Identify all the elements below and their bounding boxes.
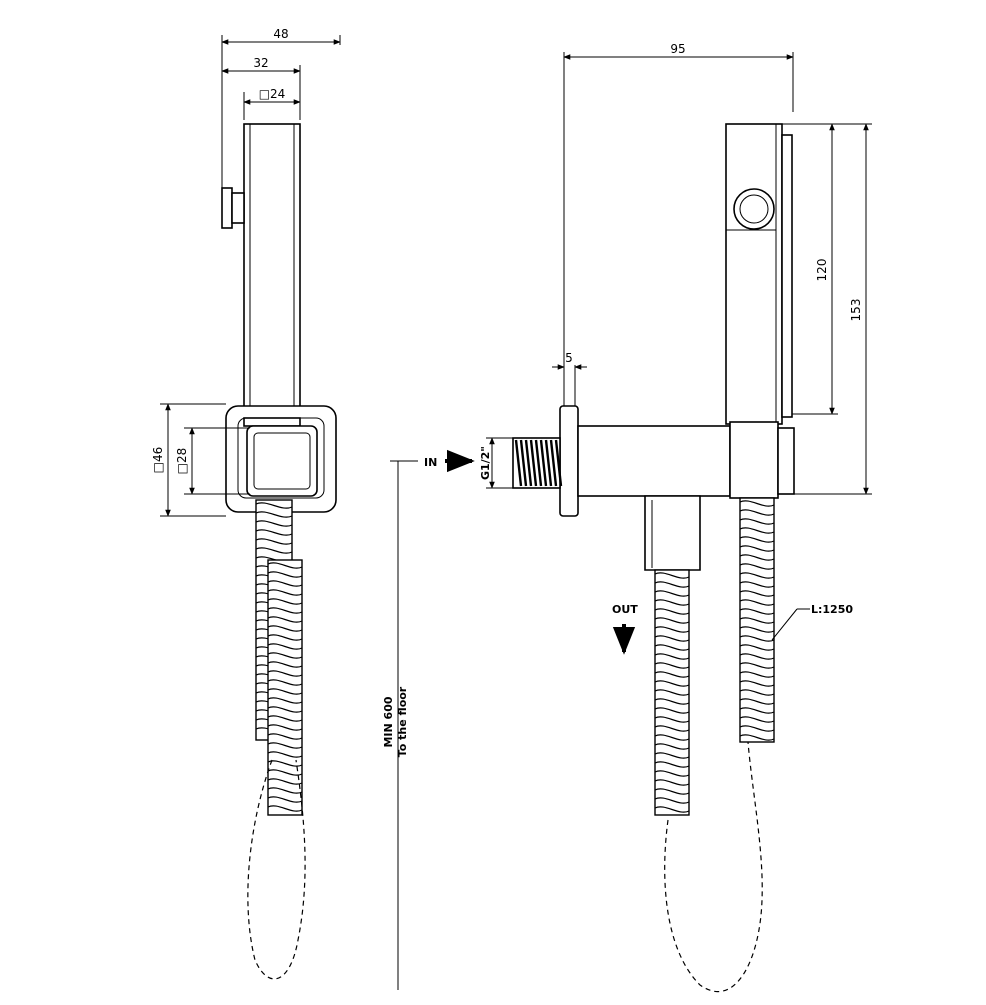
wall-flange [559,405,579,517]
hose-dashed-loop [247,759,306,980]
hose-leader [771,608,798,641]
dim-bracket-inner: □28 [175,448,189,475]
handset-side [725,123,783,425]
handset-body [243,123,301,419]
front-view [160,35,341,980]
dim-width-body: 32 [253,56,268,70]
dim-square-head: □24 [259,87,286,101]
side-hose-handset [739,497,775,743]
holder-arm [577,425,731,497]
dim-length-total: 153 [849,299,863,322]
thread-size-label: G1/2" [479,446,492,480]
dim-bracket-outer: □46 [151,447,165,474]
min-height-marker [390,460,418,990]
to-floor-label: To the floor [396,686,409,757]
front-hose-segment-2 [267,559,303,816]
dim-flange: 5 [565,351,573,365]
hose-length-label: L:1250 [811,603,853,616]
dim-width-overall: 48 [273,27,288,41]
front-hose [255,499,303,816]
inlet-label: IN [424,456,437,469]
side-view [445,52,872,993]
dim-length-head: 120 [815,259,829,282]
side-hose-dashed-loop [664,741,763,993]
min-height-label: MIN 600 [382,696,395,747]
outlet-label: OUT [612,603,638,616]
dim-depth: 95 [670,42,685,56]
side-hose-outlet [654,569,690,816]
holder-clamp [729,421,779,499]
